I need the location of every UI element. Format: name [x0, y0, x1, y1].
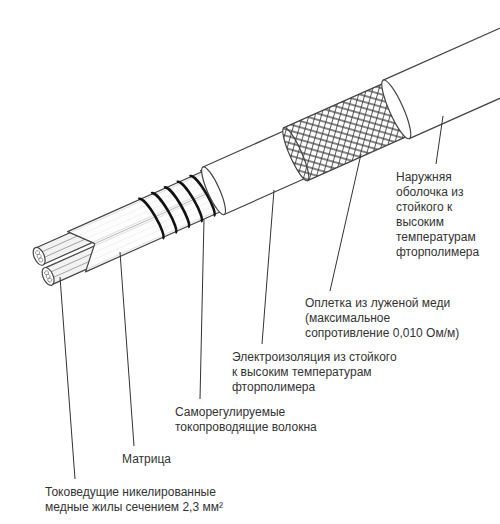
part-label: Саморегулируемые токопроводящие волокна [175, 405, 325, 435]
leader-line [330, 154, 361, 291]
part-label: Токоведущие никелированные медные жилы с… [45, 485, 240, 515]
part-label: Оплетка из луженой меди (максимальное со… [305, 296, 465, 341]
leader-line [200, 219, 204, 399]
part-label: Наружняя оболочка из стойкого к высоким … [396, 170, 496, 260]
part-label: Электроизоляция из стойкого к высоким те… [232, 350, 400, 395]
part-label: Матрица [122, 452, 212, 467]
leader-line [262, 190, 274, 344]
leader-line [120, 252, 134, 446]
leader-line [60, 277, 75, 479]
outer-jacket [377, 3, 500, 142]
leader-line [436, 116, 443, 164]
